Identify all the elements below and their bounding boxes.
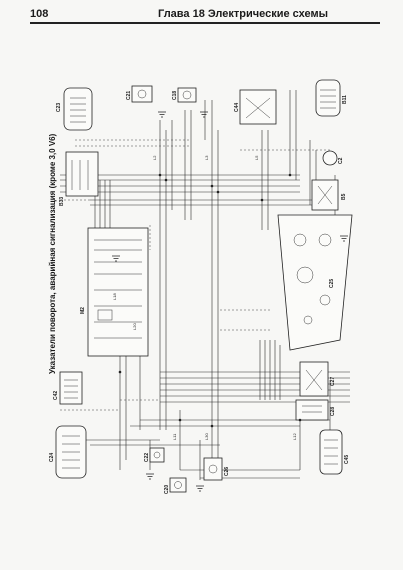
label-l30: L30 <box>204 433 209 440</box>
lamp-c21 <box>131 85 153 103</box>
label-c21: C21 <box>126 91 132 100</box>
junction-dot <box>158 173 162 177</box>
label-l5: L5 <box>254 155 259 160</box>
junction-dot <box>210 184 214 188</box>
connector-pins <box>70 97 86 123</box>
gauge-icon <box>293 233 307 247</box>
gauge-icon <box>296 266 314 284</box>
gauge-icon <box>318 233 332 247</box>
relay-c27 <box>299 361 329 397</box>
label-c25: C25 <box>329 279 335 288</box>
relay-contacts <box>305 369 323 391</box>
diagram-caption: Указатели поворота, аварийная сигнализац… <box>48 133 57 374</box>
label-c44: C44 <box>234 103 240 112</box>
ground-icon <box>200 111 208 118</box>
label-c27: C27 <box>330 377 336 386</box>
relay-c28 <box>295 399 329 421</box>
junction-dot <box>118 370 122 374</box>
label-c26: C26 <box>224 467 230 476</box>
connector-c42 <box>59 371 83 405</box>
label-c22: C22 <box>144 453 150 462</box>
label-c42: C42 <box>53 391 59 400</box>
chapter-title: Глава 18 Электрические схемы <box>158 8 329 20</box>
ground-icon <box>340 235 348 242</box>
switch-contacts <box>71 160 89 190</box>
connector-c45 <box>319 429 343 475</box>
relay-c44 <box>239 89 277 125</box>
ground-icon <box>158 111 166 118</box>
connector-c23 <box>63 87 93 131</box>
label-l11: L11 <box>172 433 177 440</box>
label-b5: B5 <box>341 193 347 200</box>
lamp-c18 <box>177 87 197 103</box>
bulb-icon <box>182 90 192 100</box>
label-c45: C45 <box>344 455 350 464</box>
junction-dot <box>178 418 182 422</box>
relay-contacts <box>245 97 271 119</box>
junction-dot <box>210 424 214 428</box>
label-c24: C24 <box>49 453 55 462</box>
bulb-icon <box>174 481 182 489</box>
connector-pins <box>320 89 336 109</box>
label-c28: C28 <box>330 407 336 416</box>
ground-icon <box>146 473 154 480</box>
warning-lamp-icon <box>303 315 313 325</box>
lamp-c2 <box>322 150 338 166</box>
connector-pins <box>324 439 338 465</box>
junction-dot <box>216 190 220 194</box>
label-l12: L12 <box>292 433 297 440</box>
ground-icon <box>196 485 204 492</box>
bulb-icon <box>137 89 147 99</box>
module-chip <box>97 309 113 321</box>
junction-dot <box>298 418 302 422</box>
junction-dot <box>260 198 264 202</box>
junction-dot <box>288 173 292 177</box>
module-pins <box>94 239 142 339</box>
label-l3: L3 <box>204 155 209 160</box>
switch-contacts <box>317 185 333 205</box>
lamp-c22 <box>149 447 165 463</box>
connector-pins <box>62 435 80 469</box>
label-l18: L18 <box>112 293 117 300</box>
header-rule <box>30 22 380 24</box>
label-l20: L20 <box>132 323 137 330</box>
label-c23: C23 <box>56 103 62 112</box>
connector-pins <box>64 379 78 399</box>
lamp-c20 <box>169 477 187 493</box>
connector-b11 <box>315 79 341 117</box>
page-number: 108 <box>30 8 49 20</box>
instrument-cluster-c25 <box>277 214 353 351</box>
label-b33: B33 <box>59 197 65 206</box>
label-b11: B11 <box>342 95 348 104</box>
switch-b33 <box>65 151 99 197</box>
label-m2: M2 <box>80 307 86 314</box>
junction-dot <box>164 178 168 182</box>
lamp-c26 <box>203 457 223 481</box>
relay-contacts <box>302 405 322 413</box>
module-m2 <box>87 227 149 357</box>
label-l2: L2 <box>152 155 157 160</box>
label-c2: C2 <box>338 157 344 164</box>
gauge-icon <box>319 294 331 306</box>
bulb-icon <box>153 451 161 459</box>
ground-icon <box>112 255 120 262</box>
bulb-icon <box>208 464 218 474</box>
label-c18: C18 <box>172 91 178 100</box>
label-c20: C20 <box>164 485 170 494</box>
